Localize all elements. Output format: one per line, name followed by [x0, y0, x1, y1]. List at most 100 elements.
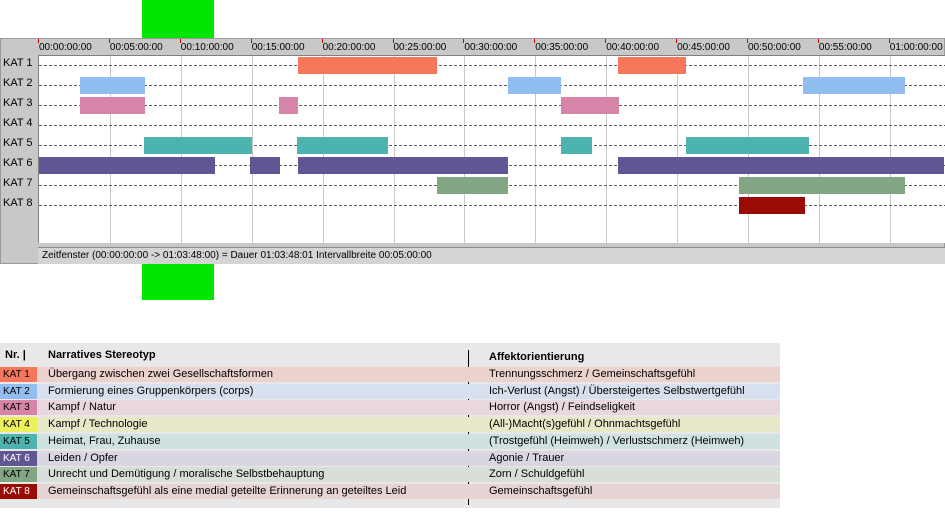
tick-label: 00:45:00:00: [677, 42, 730, 53]
legend-stereotyp: Kampf / Technologie: [48, 418, 148, 431]
legend-header-stereotyp: Narratives Stereotyp: [48, 349, 156, 361]
green-marker-top: [142, 0, 214, 38]
segment-bar[interactable]: [297, 137, 388, 154]
row-dashline: [39, 145, 945, 146]
tick-mark: [888, 39, 890, 43]
legend-row: KAT 6 Leiden / Opfer Agonie / Trauer: [0, 450, 780, 466]
tick-mark: [676, 39, 678, 43]
legend-affekt: Agonie / Trauer: [489, 451, 565, 464]
gridline: [109, 56, 111, 243]
row-dashline: [39, 205, 945, 206]
row-label: KAT 2: [3, 77, 33, 89]
legend-stereotyp: Leiden / Opfer: [48, 451, 118, 464]
segment-bar[interactable]: [437, 177, 509, 194]
segment-bar[interactable]: [739, 177, 906, 194]
tick-label: 00:40:00:00: [606, 42, 660, 53]
tick-label: 00:20:00:00: [322, 42, 376, 53]
row-label: KAT 5: [3, 137, 33, 149]
segment-bar[interactable]: [685, 137, 809, 154]
row-label: KAT 6: [3, 157, 33, 169]
tick-label: 00:25:00:00: [393, 42, 447, 53]
tick-label: 00:00:00:00: [39, 42, 92, 53]
gridline: [818, 56, 820, 243]
legend-category-swatch: KAT 4: [0, 417, 37, 433]
row-label: KAT 4: [3, 117, 33, 129]
legend-category-swatch: KAT 7: [0, 467, 37, 483]
legend-table: Nr. | Narratives Stereotyp Affektorienti…: [0, 343, 780, 508]
tick-mark: [463, 39, 465, 43]
legend-row: KAT 5 Heimat, Frau, Zuhause (Trostgefühl (…: [0, 433, 780, 449]
tick-mark: [817, 39, 819, 43]
tick-label: 00:50:00:00: [748, 42, 801, 53]
segment-bar[interactable]: [560, 97, 619, 114]
status-bar: Zeitfenster (00:00:00:00 -> 01:03:48:00)…: [38, 247, 945, 264]
tick-mark: [534, 39, 536, 43]
legend-stereotyp: Unrecht und Demütigung / moralische Selb…: [48, 468, 325, 481]
legend-header-affekt: Affektorientierung: [489, 351, 585, 363]
segment-bar[interactable]: [143, 137, 252, 154]
legend-affekt: (All-)Macht(s)gefühl / Ohnmachtsgefühl: [489, 418, 681, 431]
legend-category-swatch: KAT 8: [0, 483, 37, 499]
row-dashline: [39, 65, 945, 66]
segment-bar[interactable]: [617, 57, 686, 74]
legend-stereotyp: Übergang zwischen zwei Gesellschaftsform…: [48, 368, 273, 380]
row-dashline: [39, 85, 945, 86]
segment-bar[interactable]: [298, 57, 438, 74]
legend-affekt: Trennungsschmerz / Gemeinschaftsgefühl: [489, 368, 696, 380]
legend-stereotyp: Heimat, Frau, Zuhause: [48, 434, 161, 447]
time-ruler[interactable]: 00:00:00:00 00:05:00:00 00:10:00:00 00:15:0…: [38, 39, 945, 55]
legend-category-swatch: KAT 5: [0, 433, 37, 449]
tick-mark: [321, 39, 323, 43]
track-area[interactable]: [38, 55, 945, 243]
row-dashline: [39, 125, 945, 126]
legend-category-swatch: KAT 6: [0, 450, 37, 466]
status-text: Zeitfenster (00:00:00:00 -> 01:03:48:00)…: [42, 250, 432, 261]
tick-label: 01:00:00:00: [889, 42, 943, 53]
legend-row: KAT 1 Übergang zwischen zwei Gesellschaft…: [0, 367, 780, 382]
tick-label: 00:15:00:00: [251, 42, 305, 53]
legend-stereotyp: Formierung eines Gruppenkörpers (corps): [48, 384, 254, 397]
tick-label: 00:10:00:00: [180, 42, 234, 53]
tick-mark: [179, 39, 181, 43]
legend-affekt: Ich-Verlust (Angst) / Übersteigertes Sel…: [489, 384, 745, 397]
gridline: [889, 56, 891, 243]
segment-bar[interactable]: [250, 157, 281, 174]
tick-label: 00:05:00:00: [109, 42, 163, 53]
segment-bar[interactable]: [298, 157, 509, 174]
legend-row: KAT 7 Unrecht und Demütigung / moralische…: [0, 467, 780, 483]
legend-row: KAT 3 Kampf / Natur Horror (Angst) / Feind…: [0, 400, 780, 416]
row-label: KAT 7: [3, 177, 33, 189]
gridline: [251, 56, 253, 243]
segment-bar[interactable]: [803, 77, 906, 94]
legend-category-swatch: KAT 3: [0, 400, 37, 416]
segment-bar[interactable]: [80, 97, 146, 114]
segment-bar[interactable]: [278, 97, 299, 114]
segment-bar[interactable]: [560, 137, 592, 154]
segment-bar[interactable]: [508, 77, 561, 94]
tick-mark: [108, 39, 110, 43]
tick-mark: [38, 39, 39, 43]
tick-mark: [250, 39, 252, 43]
segment-bar[interactable]: [39, 157, 215, 174]
legend-category-swatch: KAT 1: [0, 367, 37, 382]
segment-bar[interactable]: [739, 197, 805, 214]
segment-bar[interactable]: [80, 77, 146, 94]
green-marker-bottom: [142, 264, 214, 300]
legend-affekt: Horror (Angst) / Feindseligkeit: [489, 401, 636, 414]
legend-row: KAT 4 Kampf / Technologie (All-)Macht(s)ge…: [0, 417, 780, 433]
tick-label: 00:30:00:00: [464, 42, 518, 53]
row-dashline: [39, 105, 945, 106]
segment-bar[interactable]: [617, 157, 944, 174]
gridline: [393, 56, 395, 243]
gridline: [677, 56, 679, 243]
gridline: [535, 56, 537, 243]
tick-mark: [392, 39, 394, 43]
tick-mark: [747, 39, 748, 43]
legend-affekt: (Trostgefühl (Heimweh) / Verlustschmerz …: [489, 434, 745, 447]
row-label: KAT 1: [3, 57, 33, 69]
tick-label: 00:55:00:00: [818, 42, 872, 53]
legend-stereotyp: Kampf / Natur: [48, 401, 116, 414]
row-label: KAT 8: [3, 197, 33, 209]
